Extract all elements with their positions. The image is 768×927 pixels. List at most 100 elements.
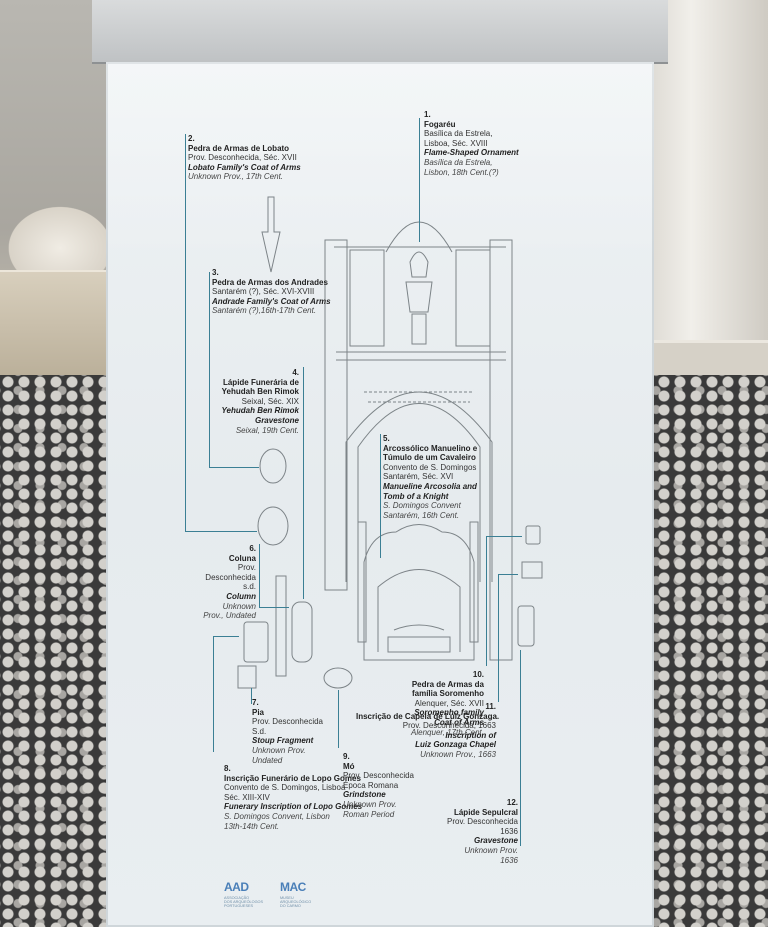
item-number: 5. [383,434,390,443]
en-name-line-1: Inscription of [445,730,496,740]
item-number: 7. [252,698,259,707]
item-number: 3. [212,268,219,277]
leader-line-10-top [486,536,522,538]
pt-origin: Convento de S. Domingos [383,462,477,472]
mac-logo-subtitle-3: DO CARMO [280,904,301,908]
en-date: 1636 [500,855,518,865]
aad-logo-subtitle-2: DOS ARQUEÓLOGOS [224,900,264,904]
ben-rimok-gravestone-drawing [257,506,289,546]
stoup-fragment-drawing [243,621,269,663]
knight-tomb-drawing [387,624,451,653]
pt-date: Santarém, Séc. XVI [383,472,454,482]
pt-name-line-1: Arcossólico Manuelino e [383,443,478,453]
aad-logo: AAD [224,880,249,894]
en-origin: S. Domingos Convent [383,501,461,511]
main-arch-inner [357,403,481,582]
label-item-4: 4. Lápide Funerária de Yehudah Ben Rimok… [206,368,300,435]
pt-name: Lápide Sepulcral [453,807,518,817]
en-origin-line-2: Prov., Undated [203,611,256,621]
sepulchral-stone-drawing [517,605,535,647]
en-name: Grindstone [343,790,386,800]
leader-line-3 [209,272,211,468]
label-item-7: 7. Pia Prov. Desconhecida S.d. Stoup Fra… [252,698,323,765]
en-name-line-1: Manueline Arcosolia and [383,481,477,491]
pt-date: S.d. [252,726,267,736]
pt-date: Séc. XIII-XIV [224,792,270,802]
leader-line-11-top [498,574,518,576]
item-number: 12. [506,798,518,807]
andrade-coat-of-arms-drawing [259,448,287,484]
en-origin: Unknown Prov. [464,845,518,855]
pt-name-line-2: Túmulo de um Cavaleiro [383,453,476,463]
gravestone-slab-drawing [291,601,313,663]
lobato-coat-of-arms-drawing [261,196,281,273]
pt-name: Inscrição Funerário de Lopo Gomes [224,773,361,783]
right-column-drawing [489,239,513,661]
aad-logo-subtitle-1: ASSOCIAÇÃO [224,896,250,900]
pt-name-line-2: família Soromenho [411,689,484,699]
upper-panel-left [349,249,385,347]
niche-pilaster-right [469,521,479,643]
pt-origin: Prov. Desconhecida [252,717,323,727]
pt-origin: Seixal, Séc. XIX [241,396,299,406]
pt-origin: Basílica da Estrela, [424,129,493,139]
label-item-9: 9. Mó Prov. Desconhecida Época Romana Gr… [343,752,414,819]
label-item-6: 6. Coluna Prov. Desconhecida s.d. Column… [196,544,256,621]
leader-line-3-foot [209,467,259,469]
cornice-drawing [334,246,506,361]
en-origin: Santarém (?),16th-17th Cent. [212,306,317,316]
item-number: 6. [249,544,256,553]
aad-logo-subtitle-3: PORTUGUESES [224,904,254,908]
arch-decoration [364,391,474,403]
en-name-line-2: Coat of Arms [434,717,484,727]
pt-origin-line-2: Desconhecida [205,572,256,582]
leader-line-4 [303,367,305,599]
label-item-10: 10. Pedra de Armas da família Soromenho … [384,670,484,737]
en-date: Undated [252,755,283,765]
label-item-1: 1. Fogaréu Basílica da Estrela, Lisboa, … [424,110,519,177]
mac-logo-subtitle-2: ARQUEOLÓGICO [280,900,312,904]
leader-line-6 [259,544,261,608]
item-number: 8. [224,764,231,773]
pt-origin: Convento de S. Domingos, Lisboa [224,783,346,793]
en-name: Stoup Fragment [252,736,314,746]
en-name-line-1: Yehudah Ben Rimok [221,406,300,416]
leader-line-11 [498,574,500,702]
pt-name: Inscrição de Capela de Luiz Gonzaga. [356,711,500,721]
label-item-12: 12. Lápide Sepulcral Prov. Desconhecida … [428,798,518,865]
leader-line-8 [213,636,215,752]
grindstone-drawing [323,667,353,689]
en-origin: Alenquer, 17th Cent. [411,727,484,737]
en-origin-line-1: Unknown [222,601,256,611]
niche-inner-arch [377,569,461,652]
leader-line-6-foot [259,607,289,609]
label-item-5: 5. Arcossólico Manuelino e Túmulo de um … [383,434,477,520]
label-item-11: 11. Inscrição de Capela de Luiz Gonzaga.… [356,702,500,760]
pt-name: Pia [252,707,265,717]
en-name: Funerary Inscription of Lopo Gomes [224,802,363,812]
pt-date: 1636 [500,826,518,836]
left-column-drawing [324,239,348,591]
leader-line-9 [338,690,340,748]
en-name: Gravestone [473,836,518,846]
en-origin: Basílica da Estrela, [424,157,493,167]
en-origin: Seixal, 19th Cent. [235,425,299,435]
en-date: Santarém, 16th Cent. [383,510,460,520]
arcosolium-niche-drawing [363,524,475,661]
pt-name: Coluna [228,553,256,563]
pt-origin-line-1: Prov. [237,563,256,573]
pt-name-line-1: Lápide Funerária de [222,377,299,387]
leader-line-10 [486,536,488,666]
soromenho-coat-of-arms-drawing [525,525,541,545]
en-name-line-2: Tomb of a Knight [383,491,449,501]
item-number: 4. [292,368,299,377]
small-block-drawing [237,665,257,689]
mac-logo: MAC [280,880,306,894]
pt-origin: Prov. Desconhecida, Séc. XVII [188,153,297,163]
en-date: Lisbon, 18th Cent.(?) [424,167,499,177]
label-item-8: 8. Inscrição Funerário de Lopo Gomes Con… [224,764,362,831]
glass-glare [106,62,654,262]
label-item-3: 3. Pedra de Armas dos Andrades Santarém … [212,268,331,316]
en-origin: S. Domingos Convent, Lisbon [224,811,330,821]
item-number: 2. [188,134,195,143]
